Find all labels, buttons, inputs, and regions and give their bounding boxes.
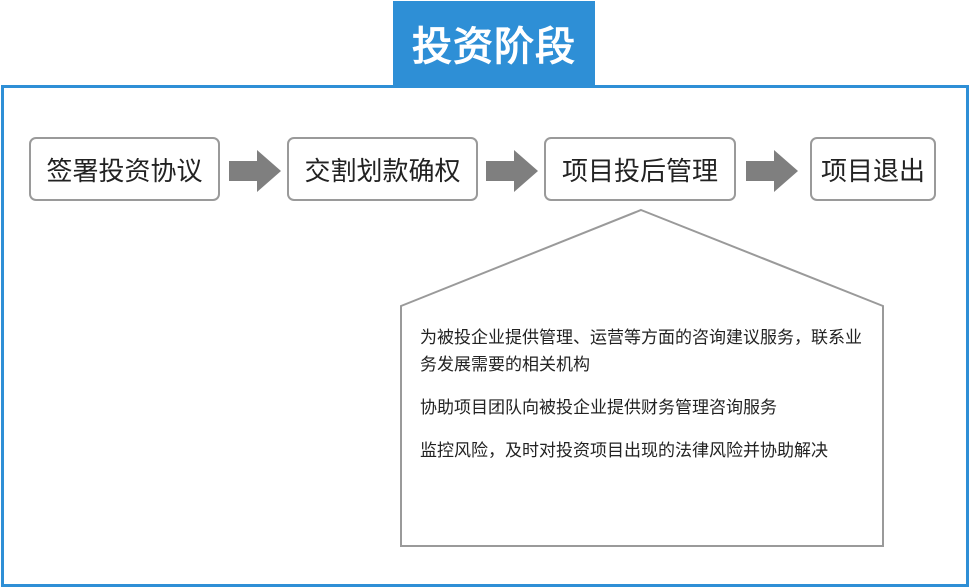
arrow-right-icon [746, 150, 798, 192]
callout-item: 为被投企业提供管理、运营等方面的咨询建议服务，联系业务发展需要的相关机构 [420, 328, 862, 375]
callout-item: 协助项目团队向被投企业提供财务管理咨询服务 [420, 398, 777, 418]
stage-frame [1, 85, 969, 587]
step-closing-transfer: 交割划款确权 [287, 137, 478, 201]
arrow-right-icon [486, 150, 538, 192]
step-sign-agreement: 签署投资协议 [29, 137, 220, 201]
callout-text: 为被投企业提供管理、运营等方面的咨询建议服务，联系业务发展需要的相关机构 协助项… [420, 325, 870, 481]
step-post-investment-management: 项目投后管理 [544, 137, 736, 201]
step-project-exit: 项目退出 [810, 137, 936, 201]
stage-title: 投资阶段 [393, 1, 595, 85]
callout-item: 监控风险，及时对投资项目出现的法律风险并协助解决 [420, 441, 828, 461]
arrow-right-icon [229, 150, 281, 192]
